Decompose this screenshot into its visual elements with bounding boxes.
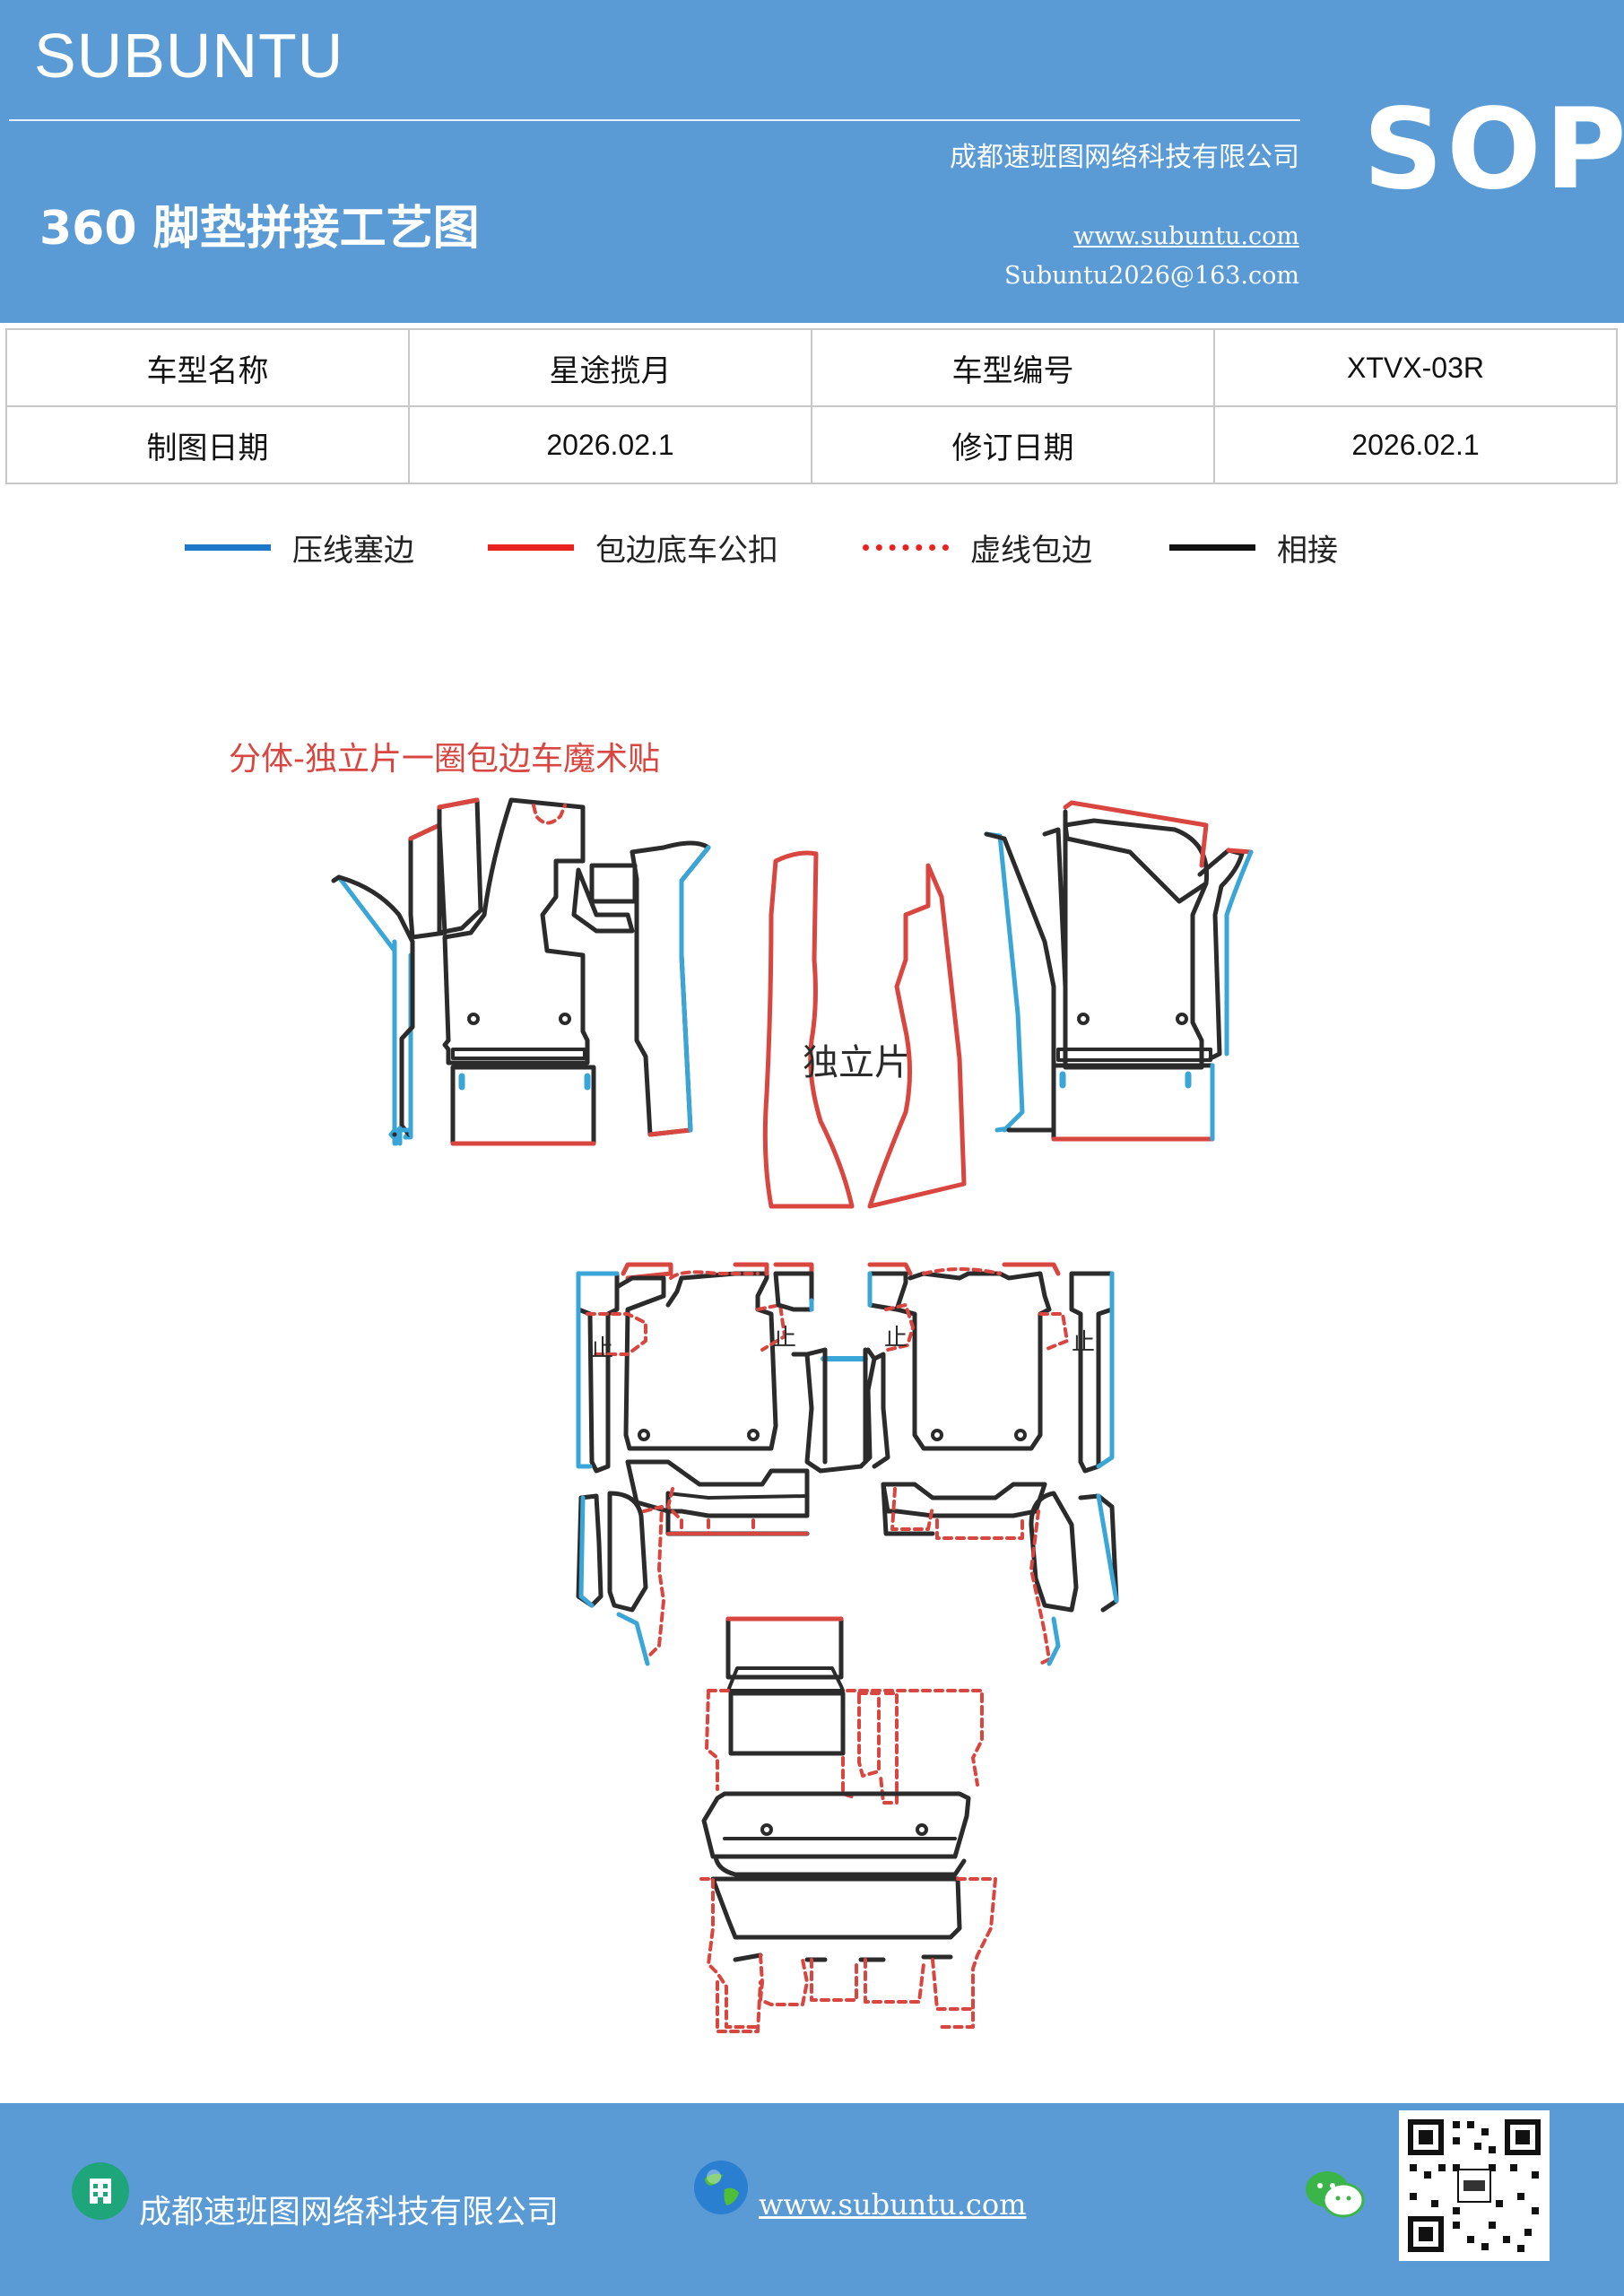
- building-icon: [72, 2162, 129, 2220]
- wechat-icon: [1302, 2168, 1367, 2222]
- mat-second-row: 止 止 止 止: [576, 1262, 1119, 1666]
- header-company: 成都速班图网络科技有限公司: [950, 142, 1299, 173]
- qr-code: [1399, 2110, 1550, 2261]
- label-revision-date: 修订日期: [811, 405, 1215, 484]
- floor-mat-diagram: 分体-独立片一圈包边车魔术贴: [0, 646, 1624, 2045]
- header-divider: [9, 119, 1300, 121]
- value-draw-date: 2026.02.1: [408, 405, 812, 484]
- value-model-name: 星途揽月: [408, 328, 812, 407]
- legend: 压线塞边 包边底车公扣 虚线包边 相接: [0, 520, 1624, 574]
- mat-front-left: [331, 797, 711, 1146]
- mat-layout-svg: 分体-独立片一圈包边车魔术贴: [229, 741, 1254, 2033]
- legend-item-joined: 相接: [1169, 520, 1338, 574]
- footer-company: 成都速班图网络科技有限公司: [139, 2194, 560, 2231]
- legend-label: 包边底车公扣: [595, 532, 778, 569]
- center-label: 独立片: [803, 1042, 910, 1083]
- stop-mark: 止: [1072, 1329, 1095, 1356]
- label-model-name: 车型名称: [5, 328, 410, 407]
- legend-item-edge-buckle: 包边底车公扣: [488, 520, 778, 574]
- diagram-note: 分体-独立片一圈包边车魔术贴: [229, 741, 660, 778]
- red-line-swatch: [488, 544, 574, 551]
- mat-center-tunnel: 独立片: [762, 850, 967, 1209]
- legend-item-press-line: 压线塞边: [185, 520, 414, 574]
- blue-line-swatch: [185, 544, 271, 551]
- mat-front-right: [984, 800, 1254, 1142]
- legend-label: 相接: [1277, 532, 1338, 569]
- sop-badge: SOP: [1363, 85, 1624, 214]
- label-model-code: 车型编号: [811, 328, 1215, 407]
- document-title: 360 脚垫拼接工艺图: [39, 202, 480, 256]
- page-header: SUBUNTU 成都速班图网络科技有限公司 360 脚垫拼接工艺图 www.su…: [0, 0, 1624, 323]
- footer-website-link[interactable]: www.subuntu.com: [759, 2187, 1027, 2222]
- value-model-code: XTVX-03R: [1213, 328, 1618, 407]
- stop-mark: 止: [884, 1325, 908, 1352]
- value-revision-date: 2026.02.1: [1213, 405, 1618, 484]
- header-website-link[interactable]: www.subuntu.com: [1073, 222, 1299, 250]
- stop-mark: 止: [773, 1325, 796, 1352]
- stop-mark: 止: [590, 1335, 613, 1362]
- black-line-swatch: [1169, 544, 1255, 551]
- red-dashed-swatch: [863, 544, 949, 551]
- header-email: Subuntu2026@163.com: [1004, 262, 1299, 290]
- vehicle-info-table: 车型名称 星途揽月 车型编号 XTVX-03R 制图日期 2026.02.1 修…: [5, 328, 1618, 484]
- page-footer: 成都速班图网络科技有限公司 www.subuntu.com: [0, 2103, 1624, 2296]
- globe-icon: [692, 2159, 750, 2216]
- label-draw-date: 制图日期: [5, 405, 410, 484]
- brand-name: SUBUNTU: [34, 21, 344, 91]
- legend-label: 压线塞边: [292, 532, 414, 569]
- legend-item-dashed-edge: 虚线包边: [863, 520, 1092, 574]
- mat-third-row: [699, 1616, 997, 2033]
- legend-label: 虚线包边: [970, 532, 1092, 569]
- table-row: 车型名称 星途揽月 车型编号 XTVX-03R: [5, 328, 1618, 407]
- table-row: 制图日期 2026.02.1 修订日期 2026.02.1: [5, 405, 1618, 484]
